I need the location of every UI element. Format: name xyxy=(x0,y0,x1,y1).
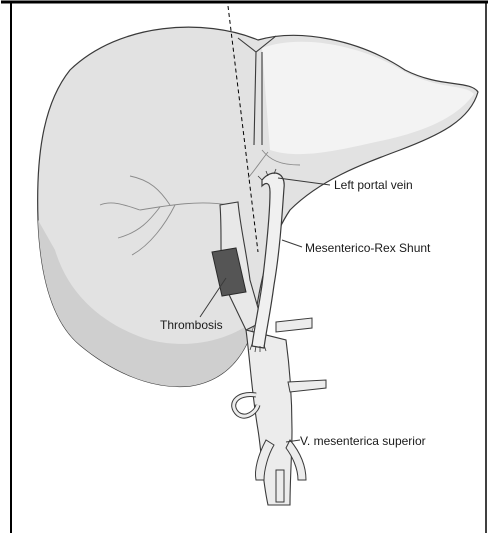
label-left-portal-vein: Left portal vein xyxy=(334,178,413,192)
left-lobe-highlight xyxy=(262,42,474,154)
leader-shunt xyxy=(282,240,302,247)
label-thrombosis: Thrombosis xyxy=(160,318,223,332)
vein-tributary-right xyxy=(288,380,326,392)
label-mesenterico-rex-shunt: Mesenterico-Rex Shunt xyxy=(305,241,431,255)
vein-tributary-lower-mid xyxy=(276,470,284,502)
label-v-mesenterica-superior: V. mesenterica superior xyxy=(300,434,426,448)
superior-mesenteric-vein xyxy=(246,330,292,505)
shunt-side-branch xyxy=(276,318,312,332)
